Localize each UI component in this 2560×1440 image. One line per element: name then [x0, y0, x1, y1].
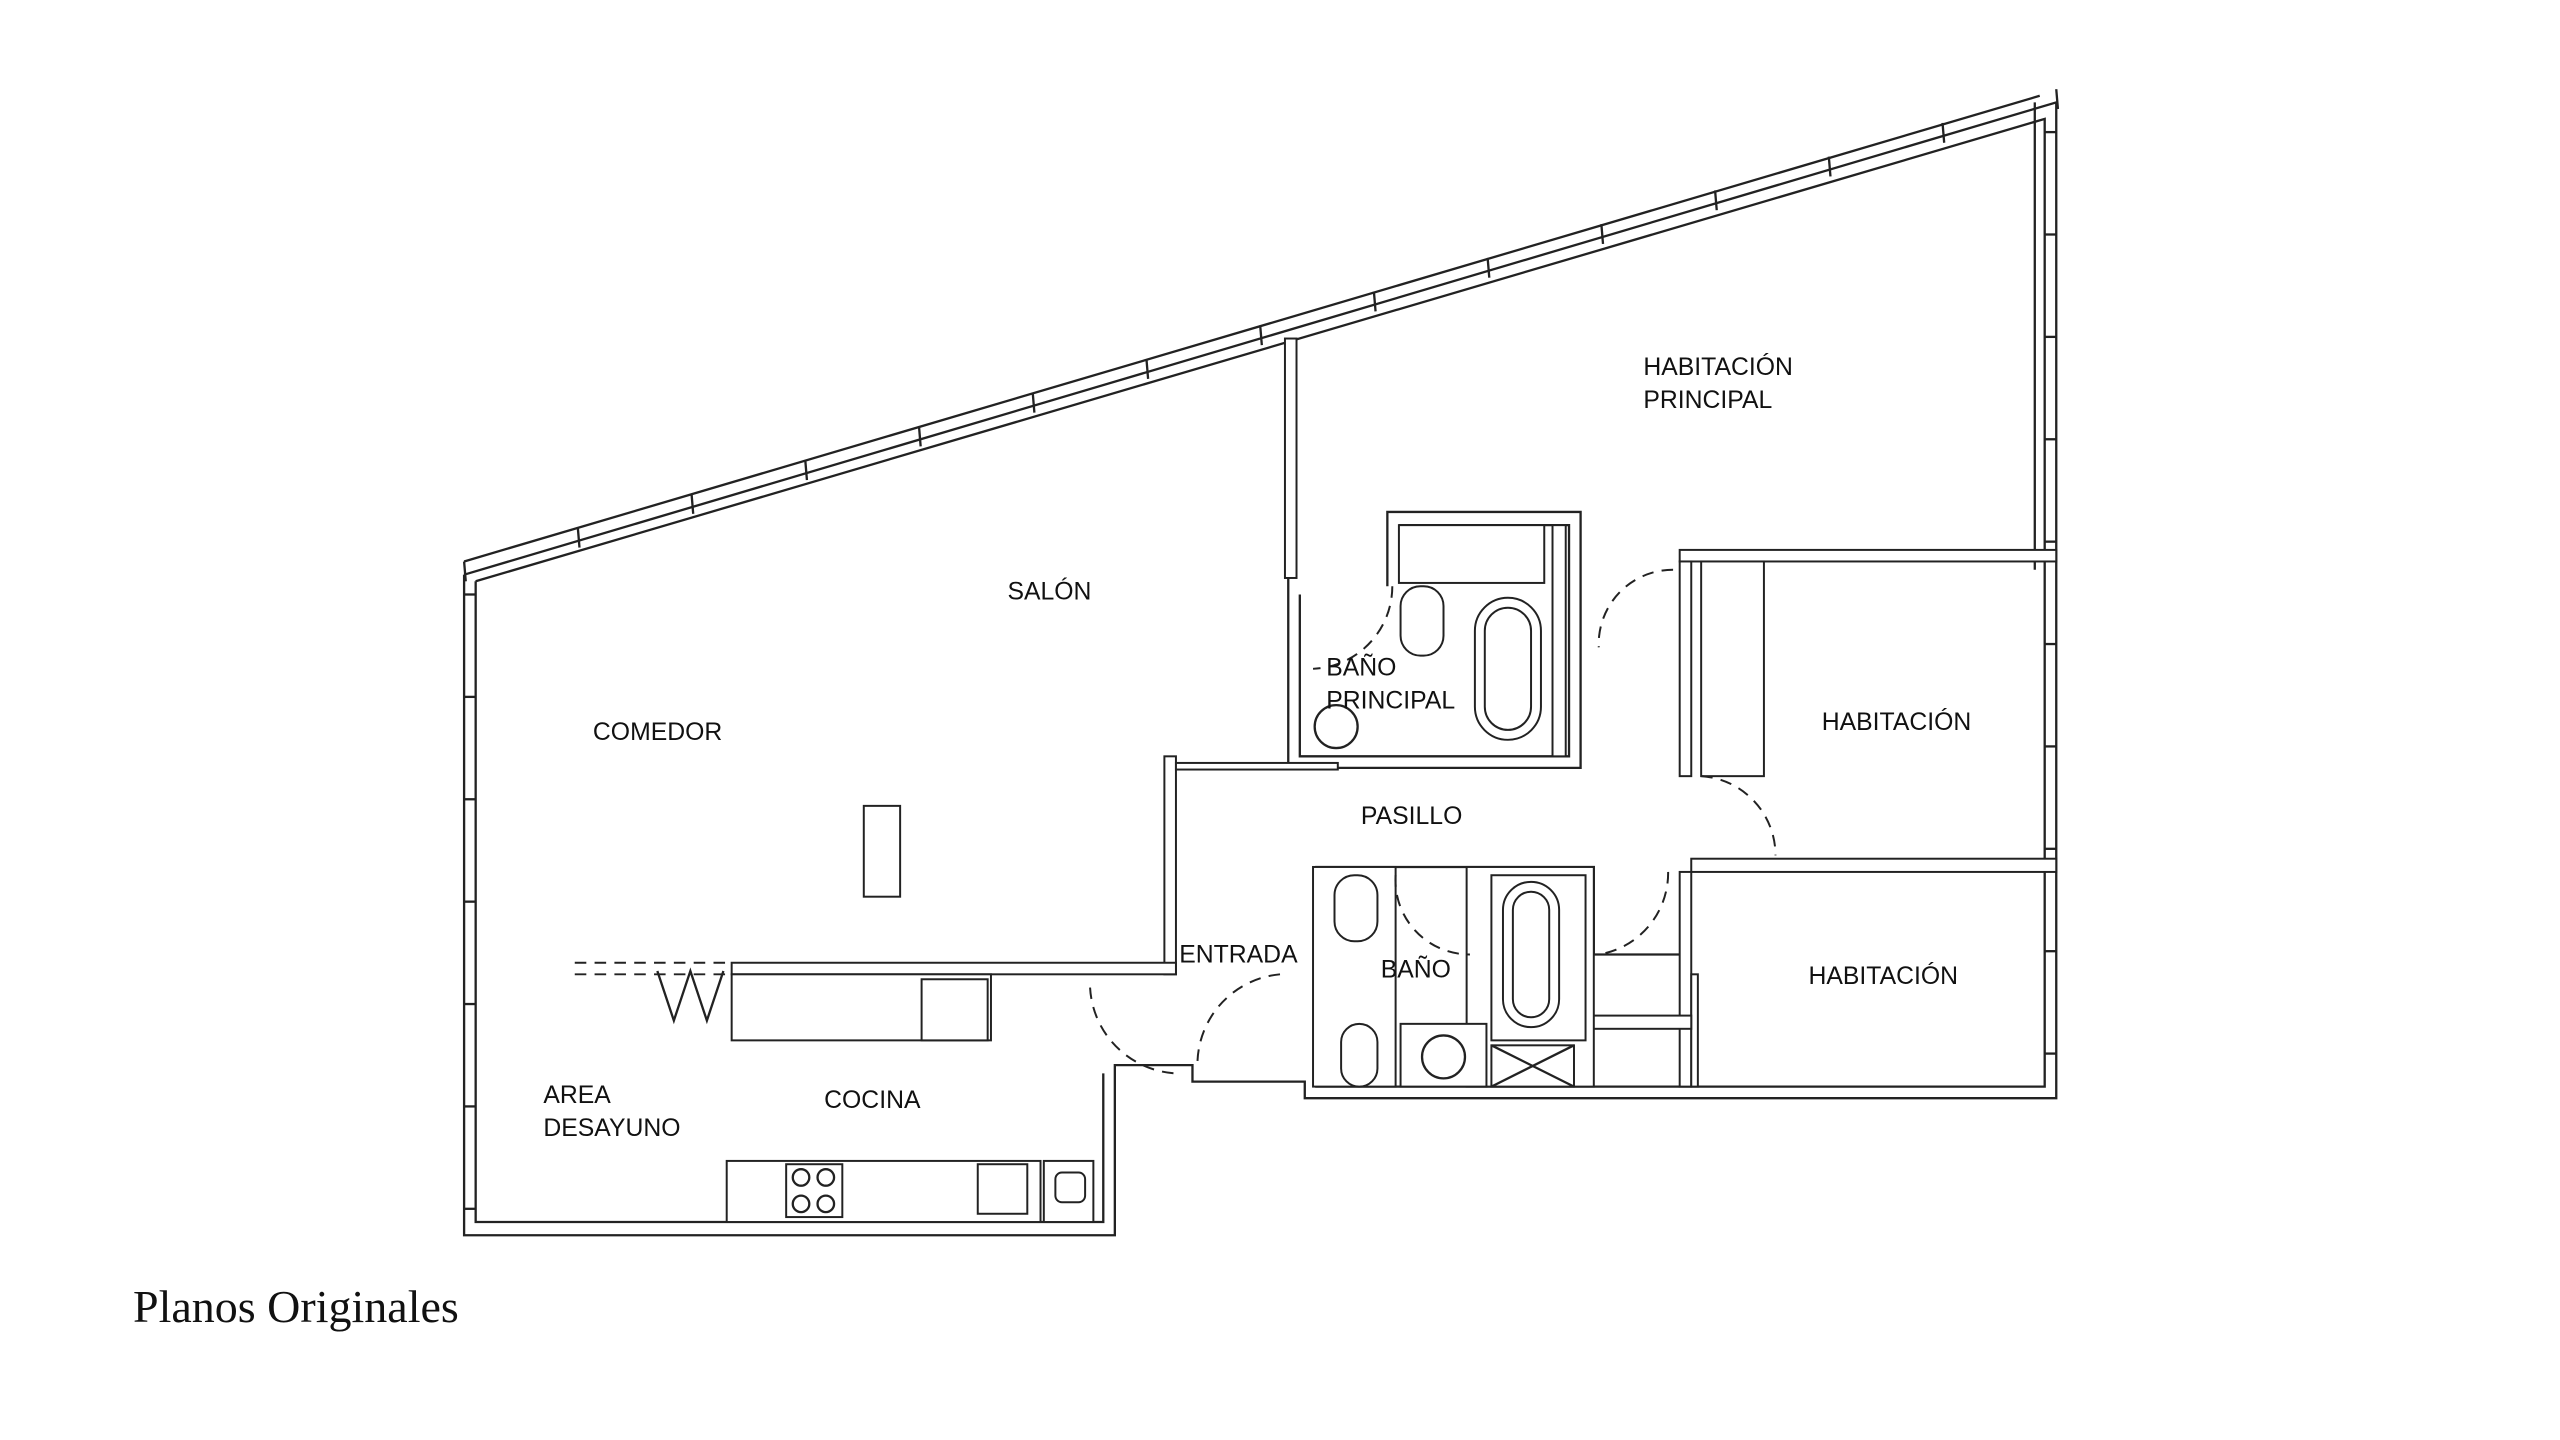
windows: [462, 89, 2060, 1210]
window-mullion: [576, 527, 581, 548]
label-bano-principal: BAÑO: [1326, 654, 1396, 681]
window-mullion: [1600, 224, 1605, 245]
label-entrada: ENTRADA: [1179, 942, 1298, 969]
window-mullion: [804, 460, 809, 481]
window-mullion: [1372, 291, 1377, 312]
label-habitacion-principal: HABITACIÓN: [1643, 354, 1793, 381]
window-mullion: [1259, 325, 1263, 346]
label-area-desayuno: AREA: [543, 1082, 611, 1109]
window-mullion: [917, 426, 922, 447]
label-habitacion-principal-2: PRINCIPAL: [1643, 387, 1772, 414]
label-habitacion-a: HABITACIÓN: [1822, 709, 1972, 736]
label-area-desayuno-2: DESAYUNO: [543, 1115, 680, 1142]
window-mullion: [2055, 89, 2060, 110]
label-habitacion-b: HABITACIÓN: [1809, 963, 1959, 990]
window-mullion: [1941, 122, 1946, 143]
fixtures: [1313, 585, 1561, 1088]
door-swings: [1089, 568, 1777, 1075]
label-bano-principal-2: PRINCIPAL: [1326, 687, 1455, 714]
label-salon: SALÓN: [1007, 578, 1091, 605]
room-labels: SALÓN COMEDOR HABITACIÓN PRINCIPAL BAÑO …: [543, 354, 1971, 1142]
label-cocina: COCINA: [824, 1087, 921, 1114]
window-mullion: [690, 493, 695, 514]
label-bano: BAÑO: [1381, 957, 1451, 984]
label-pasillo: PASILLO: [1361, 803, 1462, 830]
window-mullion: [462, 561, 467, 582]
window-mullion: [1145, 358, 1150, 379]
window-mullion: [1713, 190, 1718, 211]
window-mullion: [1486, 257, 1491, 278]
window-mullion: [1827, 156, 1832, 177]
window-mullion: [1031, 392, 1036, 413]
label-comedor: COMEDOR: [593, 719, 722, 746]
caption: Planos Originales: [133, 1281, 459, 1332]
interior-walls: [574, 337, 2058, 1224]
exterior-walls: [462, 94, 2058, 1237]
